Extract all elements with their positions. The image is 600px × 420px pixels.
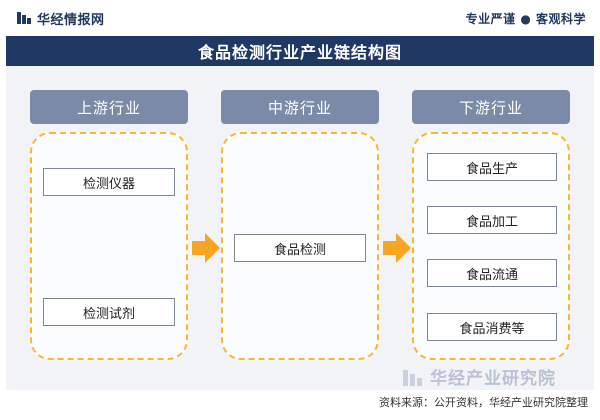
- diagram-title: 食品检测行业产业链结构图: [197, 43, 402, 62]
- slogan: 专业严谨 ● 客观科学: [465, 12, 586, 26]
- downstream-item-consumption: 食品消费等: [427, 313, 557, 341]
- upstream-header: 上游行业: [30, 90, 188, 124]
- downstream-header: 下游行业: [412, 90, 570, 124]
- downstream-item-circulation: 食品流通: [427, 259, 557, 287]
- arrow-right-icon: [192, 233, 220, 263]
- title-bar: 食品检测行业产业链结构图: [6, 36, 594, 66]
- midstream-header: 中游行业: [221, 90, 379, 124]
- bottom-watermark-brand: 华经产业研究院: [402, 364, 556, 389]
- upstream-item-instruments: 检测仪器: [43, 168, 175, 196]
- brand-logo: 华经情报网: [16, 9, 105, 28]
- source-note: 资料来源：公开资料，华经产业研究院整理: [379, 396, 588, 409]
- arrow-right-icon: [383, 233, 411, 263]
- brand-name: 华经情报网: [37, 12, 105, 28]
- downstream-item-production: 食品生产: [427, 153, 557, 181]
- watermark-brand-name: 华经产业研究院: [430, 369, 556, 389]
- downstream-item-processing: 食品加工: [427, 206, 557, 234]
- top-bar: 华经情报网 专业严谨 ● 客观科学: [0, 0, 600, 34]
- midstream-item-testing: 食品检测: [234, 234, 366, 262]
- watermark-logo-icon: [403, 369, 422, 386]
- bar-logo-icon: [17, 12, 31, 24]
- upstream-item-reagents: 检测试剂: [43, 298, 175, 326]
